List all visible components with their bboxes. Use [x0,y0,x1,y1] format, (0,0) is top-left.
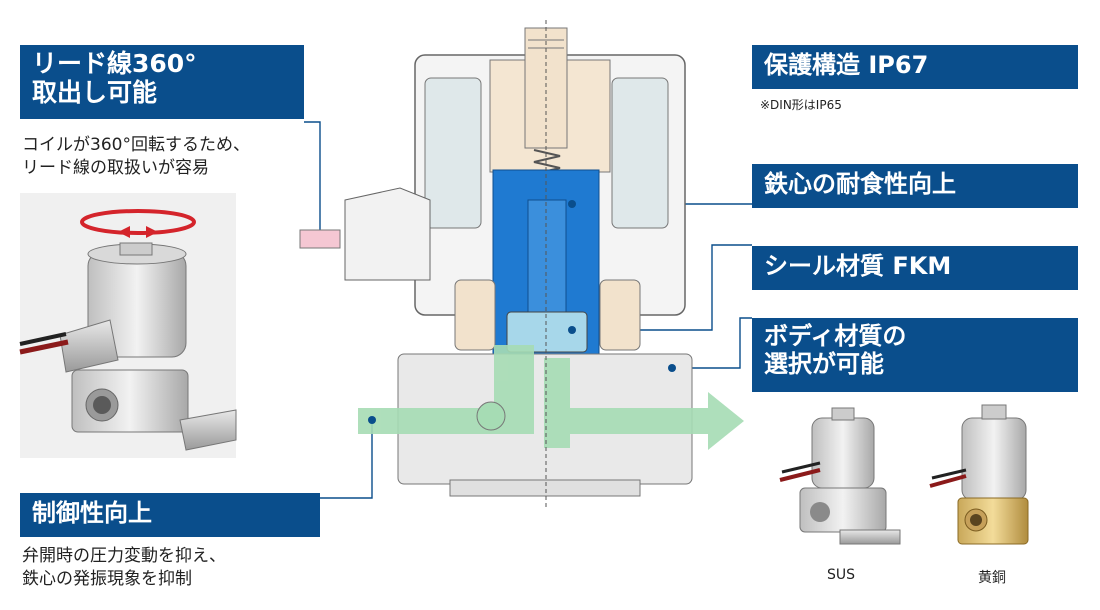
feature-control-desc-line1: 弁開時の圧力変動を抑え、 [22,546,226,566]
brass-valve-icon [929,404,1029,545]
seal-fkm [506,311,588,353]
feature-lead-wire-desc-line1: コイルが360°回転するため、 [22,135,250,155]
rotation-arrow-icon [80,209,196,238]
lead-wire-stub [299,229,341,249]
feature-control-desc: 弁開時の圧力変動を抑え、 鉄心の発振現象を抑制 [22,545,226,591]
feature-core-title: 鉄心の耐食性向上 [764,170,956,198]
feature-body-title-line1: ボディ材質の [764,322,907,350]
variant-brass-label: 黄銅 [978,570,1006,586]
solenoid-valve-section [344,20,744,510]
feature-control-title: 制御性向上 [32,499,152,527]
sus-valve-icon [779,407,901,545]
feature-lead-wire-desc-line2: リード線の取扱いが容易 [22,157,209,178]
feature-seal-title: シール材質 FKM [764,252,952,280]
feature-protection-title: 保護構造 IP67 [764,51,929,79]
feature-lead-wire-title-line2: 取出し可能 [32,77,158,107]
feature-lead-wire-title-line1: リード線360° [32,49,197,78]
feature-control-label: 制御性向上 [20,493,320,537]
feature-body-label: ボディ材質の 選択が可能 [752,318,1078,392]
variant-sus-label: SUS [827,567,856,583]
feature-control-desc-line2: 鉄心の発振現象を抑制 [22,568,192,589]
feature-lead-wire-label: リード線360° 取出し可能 [20,45,304,119]
feature-core-label: 鉄心の耐食性向上 [752,164,1078,208]
feature-body-title-line2: 選択が可能 [764,349,884,378]
sus-valve-large-icon [19,242,237,451]
feature-seal-label: シール材質 FKM [752,246,1078,290]
leader-dots [368,200,676,424]
feature-protection-note: ※DIN形はIP65 [760,98,842,112]
feature-lead-wire-desc: コイルが360°回転するため、 リード線の取扱いが容易 [22,134,250,180]
feature-protection-label: 保護構造 IP67 [752,45,1078,89]
